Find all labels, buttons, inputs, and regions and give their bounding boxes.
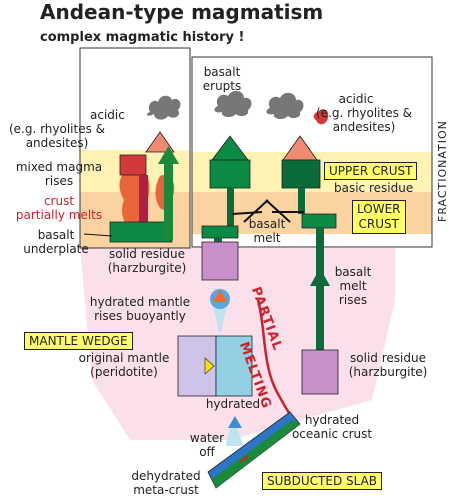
basalt-melt-label-1: basalt [248, 217, 286, 231]
left-red-conduit [139, 175, 148, 225]
original-mantle-label-1: original mantle [78, 351, 170, 365]
page-subtitle: complex magmatic history ! [40, 30, 245, 45]
basalt-melt-rises-label-2: melt [339, 279, 367, 293]
mantle-wedge-tag: MANTLE WEDGE [24, 332, 133, 350]
crust-melts-label-2: partially melts [15, 208, 103, 222]
lower-crust-chamber-right [301, 213, 337, 229]
basalt-conduit [227, 188, 234, 226]
hydrated-mantle-rises-label-2: rises buoyantly [94, 309, 186, 323]
left-acidic-example-1: (e.g. rhyolites & [8, 122, 106, 136]
left-mixed-magma-chamber [119, 154, 147, 176]
left-acidic-label: acidic [90, 108, 125, 122]
basic-residue-label: basic residue [334, 181, 414, 195]
hydration-arrow [204, 357, 215, 375]
water-off-funnel [226, 424, 242, 446]
basalt-magma-chamber [209, 159, 251, 189]
acidic-plume-red [313, 109, 329, 125]
basalt-volcano-cone [211, 135, 249, 161]
hydrated-oceanic-crust-label-1: hydrated [304, 413, 360, 427]
slab-red-tick [239, 455, 249, 463]
subducted-slab-tag: SUBDUCTED SLAB [262, 472, 383, 490]
acidic-conduit [298, 188, 305, 214]
underplate-pointer [83, 233, 113, 237]
hydrated-label: hydrated [205, 397, 261, 411]
water-off-label-1: water [189, 431, 225, 445]
feeder-right-head [310, 268, 330, 286]
lower-crust-tag-line-1: LOWER [357, 202, 401, 216]
slab-green-band [212, 420, 300, 488]
left-acidic-example-2: andesites) [25, 136, 89, 150]
fractionation-label: FRACTIONATION [436, 120, 449, 222]
left-basalt-underplate [109, 221, 173, 243]
solid-residue-lower [301, 349, 339, 395]
acidic-eruption-plume [266, 92, 304, 120]
right-acidic-example-1: (e.g. rhyolites & [315, 106, 413, 120]
feeder-right-shaft [316, 228, 324, 350]
right-panel-outline [191, 56, 433, 248]
basalt-melt-rises-label-1: basalt [334, 265, 372, 279]
left-rising-arrow-shaft [164, 162, 173, 240]
page-title: Andean-type magmatism [40, 0, 324, 24]
basalt-erupts-label-1: basalt [203, 65, 241, 79]
solid-residue-lower-label-2: (harzburgite) [348, 365, 428, 379]
hydrated-rise-arrow [213, 290, 227, 302]
left-eruption-plume [147, 95, 181, 120]
mixed-magma-label-1: mixed magma [15, 160, 103, 174]
hydrated-oceanic-crust-label-2: oceanic crust [291, 427, 373, 441]
dehydrated-meta-crust-label-2: meta-crust [133, 483, 199, 497]
acidic-volcano-cone [282, 135, 318, 161]
crust-melts-label-1: crust [43, 194, 75, 208]
hydrated-mantle-rises-label-1: hydrated mantle [89, 295, 191, 309]
left-rising-arrow-head [158, 146, 179, 164]
solid-residue-upper-label-2: (harzburgite) [107, 261, 187, 275]
feeder-left [214, 238, 222, 242]
acidic-magma-chamber [281, 159, 321, 189]
basalt-melt-label-2: melt [253, 231, 281, 245]
basalt-underplate-label-2: underplate [23, 242, 89, 256]
dehydrated-meta-crust-label-1: dehydrated [131, 469, 201, 483]
left-volcano-cone [145, 131, 175, 153]
water-off-label-2: off [199, 445, 215, 459]
solid-residue-upper-label-1: solid residue [109, 247, 185, 261]
hydrated-mantle-block [215, 335, 253, 397]
basalt-melt-rises-label-3: rises [338, 293, 368, 307]
basalt-eruption-plume [214, 90, 252, 118]
mixed-magma-label-2: rises [44, 174, 74, 188]
basalt-melt-crossing-arrows [231, 199, 304, 223]
solid-residue-upper [201, 241, 239, 281]
basalt-erupts-label-2: erupts [202, 79, 242, 93]
lower-crust-chamber-left [201, 225, 239, 239]
water-off-arrow [228, 416, 242, 428]
partial-melting-curve [256, 299, 291, 415]
basalt-underplate-label-1: basalt [37, 228, 75, 242]
lower-crust-tag-line-2: CRUST [358, 217, 399, 231]
upper-crust-tag: UPPER CRUST [324, 162, 418, 180]
right-acidic-example-2: andesites) [332, 120, 396, 134]
right-acidic-label: acidic [338, 92, 374, 106]
original-mantle-label-2: (peridotite) [90, 365, 158, 379]
solid-residue-lower-label-1: solid residue [350, 351, 426, 365]
left-panel-outline [79, 47, 191, 249]
lower-crust-tag: LOWER CRUST [352, 200, 406, 234]
